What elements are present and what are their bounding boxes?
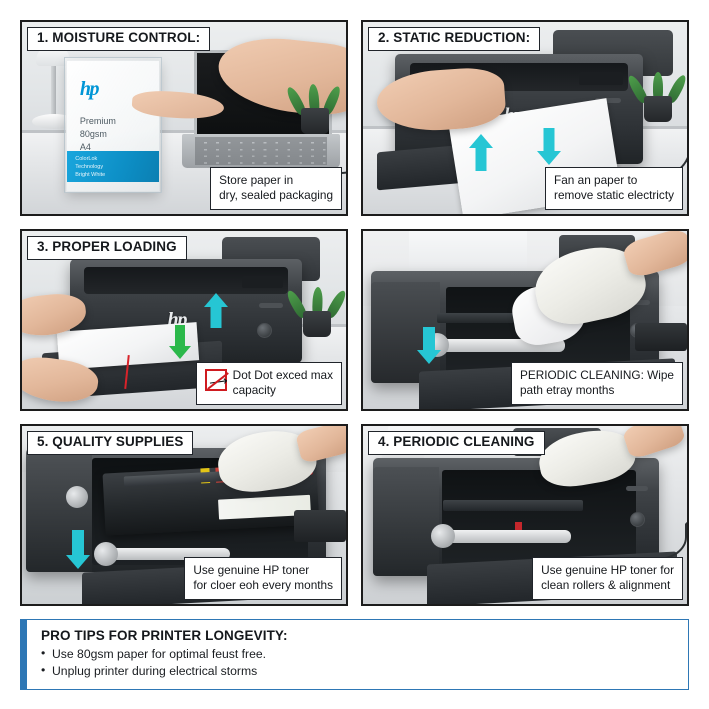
arrow-head [169, 346, 191, 359]
caption-static-reduction: Fan an paper to remove static electricty [545, 167, 683, 210]
paper-path-roller [110, 548, 230, 560]
printer-side-vent [628, 300, 651, 306]
paper-pack-band-line2: Technology [75, 164, 104, 171]
printer-left-panel [373, 467, 439, 576]
interior-rail [437, 313, 577, 323]
arrow-stem [175, 325, 185, 347]
caption-line-1: PERIODIC CLEANING: Wipe [519, 368, 674, 383]
plant-pot [303, 311, 331, 337]
desk-edge [22, 129, 346, 133]
panel-title-proper-loading: 3. PROPER LOADING [27, 236, 187, 260]
potted-plant [284, 273, 346, 337]
hp-logo-icon: hp [79, 77, 100, 100]
panel-title-periodic-cleaning: 4. PERIODIC CLEANING [368, 431, 545, 455]
paper-pack-band-line3: Bright White [75, 172, 106, 179]
caption-line-2: for cloer eoh every months [193, 578, 333, 593]
caption-line-1: Dot Dot exced max [232, 368, 333, 383]
caption-line-2: capacity [232, 383, 276, 398]
caption-line-2: dry, sealed packaging [219, 188, 333, 203]
plant-pot [301, 108, 329, 134]
no-overfill-icon: ⟶ [204, 369, 229, 392]
footer-title: PRO TIPS FOR PRINTER LONGEVITY: [41, 628, 288, 643]
arrow-head [469, 134, 493, 148]
printer-side-vent [259, 302, 284, 308]
caption-periodic-cleaning: Use genuine HP toner for clean rollers &… [532, 557, 683, 600]
power-button [256, 323, 272, 339]
footer-tip-item: Unplug printer during electrical storms [41, 662, 678, 680]
caption-line-2: remove static electricty [554, 188, 674, 203]
caption-text: Dot Dot exced max capacity [233, 368, 333, 398]
lamp-base [32, 114, 76, 129]
roller-end-cap [431, 524, 455, 548]
arrow-head [417, 350, 441, 364]
scene-periodic-cleaning [363, 426, 687, 604]
laptop-keyboard [182, 134, 340, 168]
arrow-stem [72, 530, 84, 556]
paper-pack-line2: 80gsm [79, 128, 107, 139]
interior-rail [443, 500, 583, 511]
caption-line-1: Store paper in [219, 173, 294, 188]
panel-moisture-control: hp Premium 80gsm A4 ColorLok Technology … [20, 20, 348, 216]
keyboard-edge [294, 510, 346, 542]
footer-tip-item: Use 80gsm paper for optimal feust free. [41, 645, 678, 663]
printer-control-panel [241, 275, 284, 289]
keyboard-edge [635, 323, 687, 351]
printer-side-vent [625, 486, 648, 492]
footer-tips-list: Use 80gsm paper for optimal feust free. … [41, 645, 678, 681]
hp-paper-pack: hp Premium 80gsm A4 ColorLok Technology … [64, 57, 162, 193]
panel-grid: hp Premium 80gsm A4 ColorLok Technology … [20, 20, 689, 606]
arrow-stem [475, 147, 487, 171]
caption-moisture-control: Store paper in dry, sealed packaging [210, 167, 342, 210]
caption-line-2: path etray months [519, 383, 615, 398]
scene-periodic-cleaning-wipe [363, 231, 687, 409]
plant-pot [644, 96, 672, 122]
arrow-stem [543, 128, 555, 152]
paper-pack-band: ColorLok Technology Bright White [67, 150, 159, 182]
panel-title-quality-supplies: 5. QUALITY SUPPLIES [27, 431, 194, 455]
paper-pack-band-line1: ColorLok [75, 156, 98, 163]
arrow-stem [210, 306, 222, 328]
caption-line-1: Use genuine HP toner for [541, 563, 674, 578]
arrow-head [204, 293, 228, 307]
plant-leaf [653, 72, 663, 102]
lamp-stem [51, 66, 56, 118]
caption-periodic-cleaning-wipe: PERIODIC CLEANING: Wipe path etray month… [510, 362, 683, 405]
panel-title-moisture-control: 1. MOISTURE CONTROL: [27, 27, 211, 51]
caption-line-2: clean rollers & alignment [541, 578, 671, 593]
caption-line-1: Use genuine HP toner [193, 563, 310, 578]
panel-static-reduction: hp [361, 20, 689, 216]
panel-quality-supplies: 5. QUALITY SUPPLIES Use genuine HP toner… [20, 424, 348, 606]
toner-marker [515, 522, 522, 530]
paper-pack-line3: A4 [79, 141, 91, 152]
panel-title-static-reduction: 2. STATIC REDUCTION: [368, 27, 541, 51]
caption-line-1: Fan an paper to [554, 173, 638, 188]
printer-interior [441, 469, 637, 567]
pro-tips-footer: PRO TIPS FOR PRINTER LONGEVITY: Use 80gs… [20, 619, 689, 690]
laptop-keys [194, 137, 328, 165]
printer-side-vent [594, 98, 621, 103]
arrow-stem [423, 327, 435, 351]
arrow-head [66, 555, 90, 569]
panel-periodic-cleaning-wipe: PERIODIC CLEANING: Wipe path etray month… [361, 229, 689, 411]
caption-proper-loading: ⟶ Dot Dot exced max capacity [195, 362, 342, 405]
caption-quality-supplies: Use genuine HP toner for cloer eoh every… [184, 557, 342, 600]
paper-path-roller [447, 530, 571, 543]
cartridge-drum-cap [66, 486, 88, 508]
paper-pack-line1: Premium [79, 115, 116, 126]
printer-control-panel [578, 71, 624, 85]
potted-plant [625, 58, 687, 122]
potted-plant [284, 70, 343, 134]
panel-periodic-cleaning: 4. PERIODIC CLEANING Use genuine HP tone… [361, 424, 689, 606]
arrow-head [537, 151, 561, 165]
panel-proper-loading: hp [20, 229, 348, 411]
roller-end-cap [94, 542, 118, 566]
